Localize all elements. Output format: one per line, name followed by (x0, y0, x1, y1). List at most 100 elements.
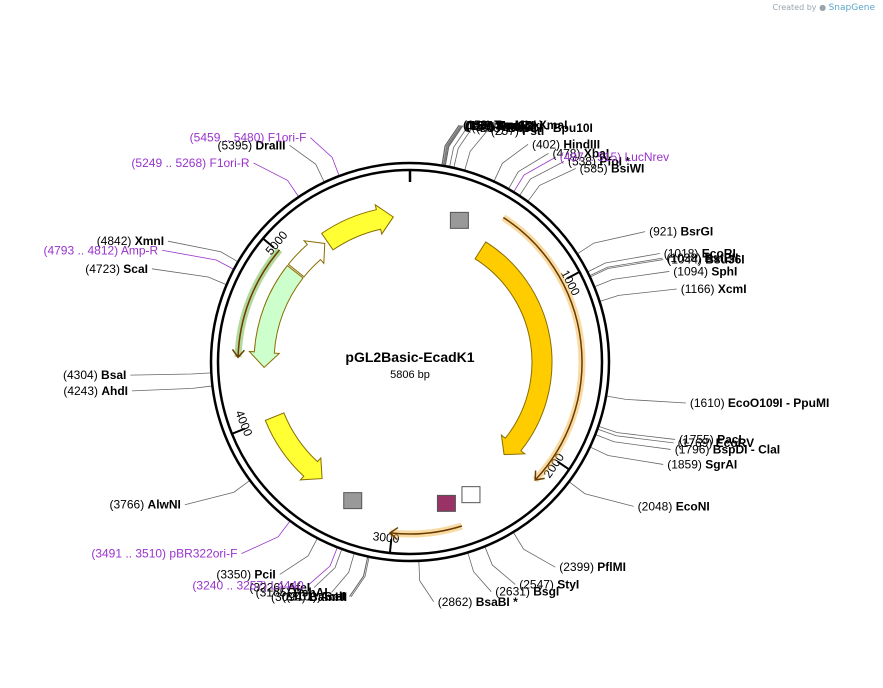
enzyme-position: (1044) (667, 253, 705, 267)
enzyme-position: (3101) (282, 590, 320, 604)
enzyme-name: KpnI (497, 119, 524, 133)
enzyme-label-xbai[interactable]: (478) XbaI (552, 146, 609, 160)
enzyme-position: (4243) (63, 384, 101, 398)
enzyme-name: SgrAI (705, 457, 737, 471)
primer-leader-f1ori-f (310, 137, 340, 177)
enzyme-name: PfoI * (599, 155, 630, 169)
enzyme-name: BsaBI * (476, 595, 518, 609)
enzyme-leader-bamhi (350, 556, 370, 598)
enzyme-name: BstEII (704, 251, 738, 265)
feature-luciferase-0[interactable] (474, 241, 553, 456)
enzyme-leader-bbvci (453, 127, 473, 168)
site-labels: (148) TspMI - XmaI(150) SmaI(155) Acc65I… (43, 118, 829, 609)
primer-name: pBR322ori-F (169, 547, 237, 561)
enzyme-label-kpni[interactable]: (159) KpnI (465, 119, 523, 133)
enzyme-position: (1038) (666, 251, 704, 265)
primer-leader-lucnrev (513, 156, 556, 193)
enzyme-leader-saci (444, 125, 464, 167)
enzyme-leader-sphi (594, 271, 670, 288)
enzyme-leader-bsgi (467, 552, 492, 592)
enzyme-label-paci[interactable]: (1755) PacI (679, 432, 742, 446)
feature-f1-ori-1[interactable] (321, 203, 394, 251)
enzyme-label-eco53ki[interactable]: (163) Eco53kI (466, 119, 543, 133)
feature-ori-4[interactable] (264, 412, 323, 481)
enzyme-label-ecori[interactable]: (1018) EcoRI (664, 246, 736, 260)
enzyme-label-bsiwi[interactable]: (585) BsiWI (580, 162, 645, 176)
enzyme-position: (148) (463, 118, 494, 132)
enzyme-leader-bsai (130, 372, 212, 376)
enzyme-label-pflmi[interactable]: (2399) PflMI (559, 560, 626, 574)
enzyme-label-pcii[interactable]: (3350) PciI (216, 567, 275, 581)
enzyme-label-draiii[interactable]: (5395) DraIII (217, 138, 285, 152)
enzyme-label-econi[interactable]: (2048) EcoNI (638, 499, 710, 513)
enzyme-label-bspdi[interactable]: (1796) BspDI - ClaI (675, 442, 780, 456)
enzyme-label-paqci[interactable]: (185) PaqCI (472, 120, 537, 134)
enzyme-label-bamhi[interactable]: (3094) BamHI (271, 590, 347, 604)
enzyme-label-psti[interactable]: (257) PstI (491, 124, 544, 138)
enzyme-name: Eco53kI (498, 119, 543, 133)
primer-label-f1ori-f[interactable]: (5459 .. 5480) F1ori-F (190, 131, 307, 145)
primer-label-lucnrev[interactable]: (497 .. 515) LucNrev (560, 150, 669, 164)
enzyme-label-xcmi[interactable]: (1166) XcmI (681, 282, 747, 296)
enzyme-label-acci[interactable]: (3101) AccI (282, 590, 345, 604)
enzyme-label-tspmi[interactable]: (148) TspMI - XmaI (463, 118, 568, 132)
plasmid-size: 5806 bp (390, 369, 430, 381)
enzyme-leader-econi (568, 481, 634, 507)
primer-range: (497 .. 515) (560, 150, 625, 164)
enzyme-label-afei[interactable]: (3226) AfeI (249, 580, 310, 594)
enzyme-label-sgrai[interactable]: (1859) SgrAI (667, 457, 737, 471)
enzyme-label-styi[interactable]: (2547) StyI (519, 577, 579, 591)
enzyme-leader-kpni (443, 125, 462, 167)
enzyme-leader-draiii (289, 145, 325, 183)
enzyme-label-ahdi[interactable]: (4243) AhdI (63, 384, 128, 398)
enzyme-leader-eco53ki (444, 125, 463, 167)
enzyme-label-xmni[interactable]: (4842) XmnI (97, 234, 164, 248)
enzyme-label-alwni[interactable]: (3766) AlwNI (110, 498, 181, 512)
feature-sv40-poly-a-signal-5[interactable] (343, 492, 363, 510)
enzyme-label-ecorv[interactable]: (1769) EcoRV (678, 436, 755, 450)
enzyme-leader-xbai (508, 153, 549, 190)
enzyme-label-sali[interactable]: (3100) SalI (286, 590, 345, 604)
enzyme-label-scai[interactable]: (4723) ScaI (85, 262, 148, 276)
enzyme-label-pfoi[interactable]: (538) PfoI * (568, 155, 630, 169)
enzyme-position: (5395) (217, 138, 255, 152)
enzyme-label-saci[interactable]: (165) SacI (467, 119, 523, 133)
feature-ampr-3[interactable] (248, 264, 304, 369)
feature-small-t-intron-7[interactable] (461, 486, 481, 504)
primer-label-l4440[interactable]: (3240 .. 3257) L4440 (192, 578, 304, 592)
enzyme-leader-ahdi (132, 385, 213, 392)
primer-leader-f1ori-r (253, 162, 300, 198)
enzyme-label-hindiii[interactable]: (402) HindIII (532, 137, 600, 151)
enzyme-label-bsgi[interactable]: (2631) BsgI (495, 585, 559, 599)
enzyme-label-ecoo109i[interactable]: (1610) EcoO109I - PpuMI (690, 396, 829, 410)
enzyme-label-bbvci[interactable]: (205) BbvCI - Bpu10I (476, 121, 593, 135)
tick-label-4000: 4000 (232, 408, 255, 438)
enzyme-label-bsrgi[interactable]: (921) BsrGI (649, 225, 713, 239)
enzyme-label-acc65i[interactable]: (155) Acc65I (465, 118, 535, 132)
enzyme-label-bsteii[interactable]: (1038) BstEII (666, 251, 738, 265)
enzyme-leader-xcmi (599, 288, 677, 302)
enzyme-name: HindIII (563, 137, 600, 151)
enzyme-name: AhdI (101, 384, 128, 398)
primer-name: F1ori-F (268, 131, 307, 145)
enzyme-label-smai[interactable]: (150) SmaI (463, 118, 523, 132)
feature-sv40-poly-a-signal-6[interactable] (449, 211, 469, 229)
enzyme-leader-paqci (449, 126, 468, 168)
enzyme-name: PstI (522, 124, 544, 138)
primer-label-amp-r[interactable]: (4793 .. 4812) Amp-R (43, 243, 158, 257)
enzyme-leader-acci (349, 556, 369, 597)
enzyme-label-bsabi[interactable]: (2862) BsaBI * (438, 595, 518, 609)
feature-sv40-nls-8[interactable] (436, 494, 456, 512)
enzyme-label-sphi[interactable]: (1094) SphI (673, 264, 737, 278)
enzyme-position: (2547) (519, 577, 557, 591)
enzyme-position: (165) (467, 119, 498, 133)
enzyme-label-bsai[interactable]: (4304) BsaI (63, 368, 126, 382)
enzyme-leader-ecorv (597, 428, 674, 444)
feature-ampr-promoter-2[interactable] (287, 240, 326, 278)
primer-leader-pbr322ori-f (241, 520, 291, 554)
enzyme-position: (205) (476, 121, 507, 135)
enzyme-label-bsu36i[interactable]: (1044) Bsu36I (667, 253, 744, 267)
enzyme-label-pshai[interactable]: (3165) PshAI (256, 585, 328, 599)
primer-label-f1ori-r[interactable]: (5249 .. 5268) F1ori-R (131, 156, 249, 170)
primer-label-pbr322ori-f[interactable]: (3491 .. 3510) pBR322ori-F (91, 547, 237, 561)
